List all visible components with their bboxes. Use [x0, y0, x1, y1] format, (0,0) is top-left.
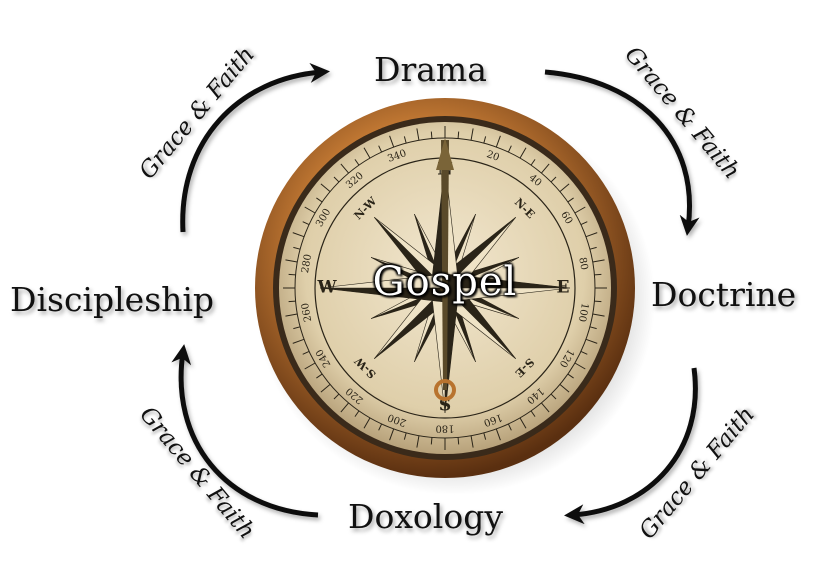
compass-tick	[550, 393, 557, 400]
compass-tick	[320, 183, 331, 192]
compass-tick	[483, 432, 487, 440]
compass-tick	[416, 128, 420, 141]
compass-tick	[495, 428, 501, 441]
compass-tick	[320, 384, 331, 393]
compass-tick	[285, 313, 298, 317]
compass-tick	[378, 145, 383, 153]
compass-tick	[592, 313, 605, 317]
compass-tick	[430, 437, 433, 445]
compass-tick	[457, 131, 460, 139]
node-discipleship: Discipleship	[10, 280, 215, 319]
compass-tick	[302, 221, 310, 226]
compass-tick	[559, 183, 570, 192]
compass-tick	[292, 232, 305, 238]
compass-rose	[319, 162, 571, 414]
compass-tick	[507, 145, 512, 153]
compass-degree-label: 100	[576, 302, 590, 323]
node-doxology: Doxology	[348, 497, 503, 536]
compass-tick	[594, 273, 602, 276]
compass-tick	[541, 163, 550, 174]
compass-tick	[574, 206, 586, 214]
compass-tick	[519, 147, 527, 159]
compass-tick	[378, 423, 383, 431]
compass-tick	[574, 362, 586, 370]
node-doctrine: Doctrine	[651, 275, 797, 314]
compass-tick	[457, 437, 460, 445]
compass-cardinal-w: W	[316, 278, 337, 298]
compass-tick	[530, 159, 536, 166]
compass-tick	[403, 136, 407, 144]
arrow-doctrine-to-doxology	[564, 367, 698, 525]
compass-tick	[495, 135, 501, 148]
compass-cardinal-e: E	[557, 278, 570, 298]
compass-tick	[340, 163, 349, 174]
compass-degree-label: 280	[300, 253, 314, 274]
compass-tick	[403, 432, 407, 440]
compass-tick	[304, 206, 316, 214]
compass-tick	[292, 338, 305, 344]
compass-degree-label: 80	[576, 256, 589, 270]
arrow-drama-to-doctrine	[544, 69, 700, 236]
compass-tick	[333, 393, 340, 400]
compass-tick	[519, 417, 527, 429]
compass-tick	[354, 159, 360, 166]
compass-tick	[483, 136, 487, 144]
compass-tick	[592, 259, 605, 263]
compass-tick	[389, 135, 395, 148]
compass-tick	[316, 373, 323, 379]
compass-tick	[288, 273, 296, 276]
compass-tick	[530, 410, 536, 417]
compass-tick	[430, 131, 433, 139]
compass-tick	[589, 326, 597, 330]
compass-tick	[293, 246, 301, 250]
arrow-doxology-to-discipleship	[171, 344, 319, 518]
compass-tick	[580, 350, 588, 355]
compass-tick	[470, 128, 474, 141]
compass-tick	[389, 428, 395, 441]
compass-tick	[567, 197, 574, 203]
compass-tick	[316, 197, 323, 203]
node-drama: Drama	[374, 50, 487, 89]
compass-tick	[580, 221, 588, 226]
compass-tick	[567, 373, 574, 379]
compass-tick	[363, 417, 371, 429]
compass-degree-label: 260	[300, 302, 314, 323]
compass-degree-label: 20	[485, 149, 501, 164]
compass-tick	[416, 435, 420, 448]
compass-tick	[333, 176, 340, 183]
compass-tick	[589, 246, 597, 250]
compass-tick	[541, 402, 550, 413]
center-label-gospel: Gospel	[372, 259, 518, 305]
compass-tick	[585, 338, 598, 344]
compass-tick	[585, 232, 598, 238]
compass-tick	[302, 350, 310, 355]
compass-tick	[550, 176, 557, 183]
compass-tick	[354, 410, 360, 417]
compass-needle	[434, 138, 456, 401]
compass-degree-label: 180	[435, 423, 454, 434]
compass-tick	[293, 326, 301, 330]
compass-tick	[594, 300, 602, 303]
compass-tick	[507, 423, 512, 431]
arrow-discipleship-to-drama	[180, 62, 330, 233]
compass-tick	[288, 300, 296, 303]
compass-tick	[340, 402, 349, 413]
compass-tick	[285, 259, 298, 263]
compass-tick	[470, 435, 474, 448]
compass-tick	[363, 147, 371, 159]
compass-tick	[304, 362, 316, 370]
compass-tick	[559, 384, 570, 393]
